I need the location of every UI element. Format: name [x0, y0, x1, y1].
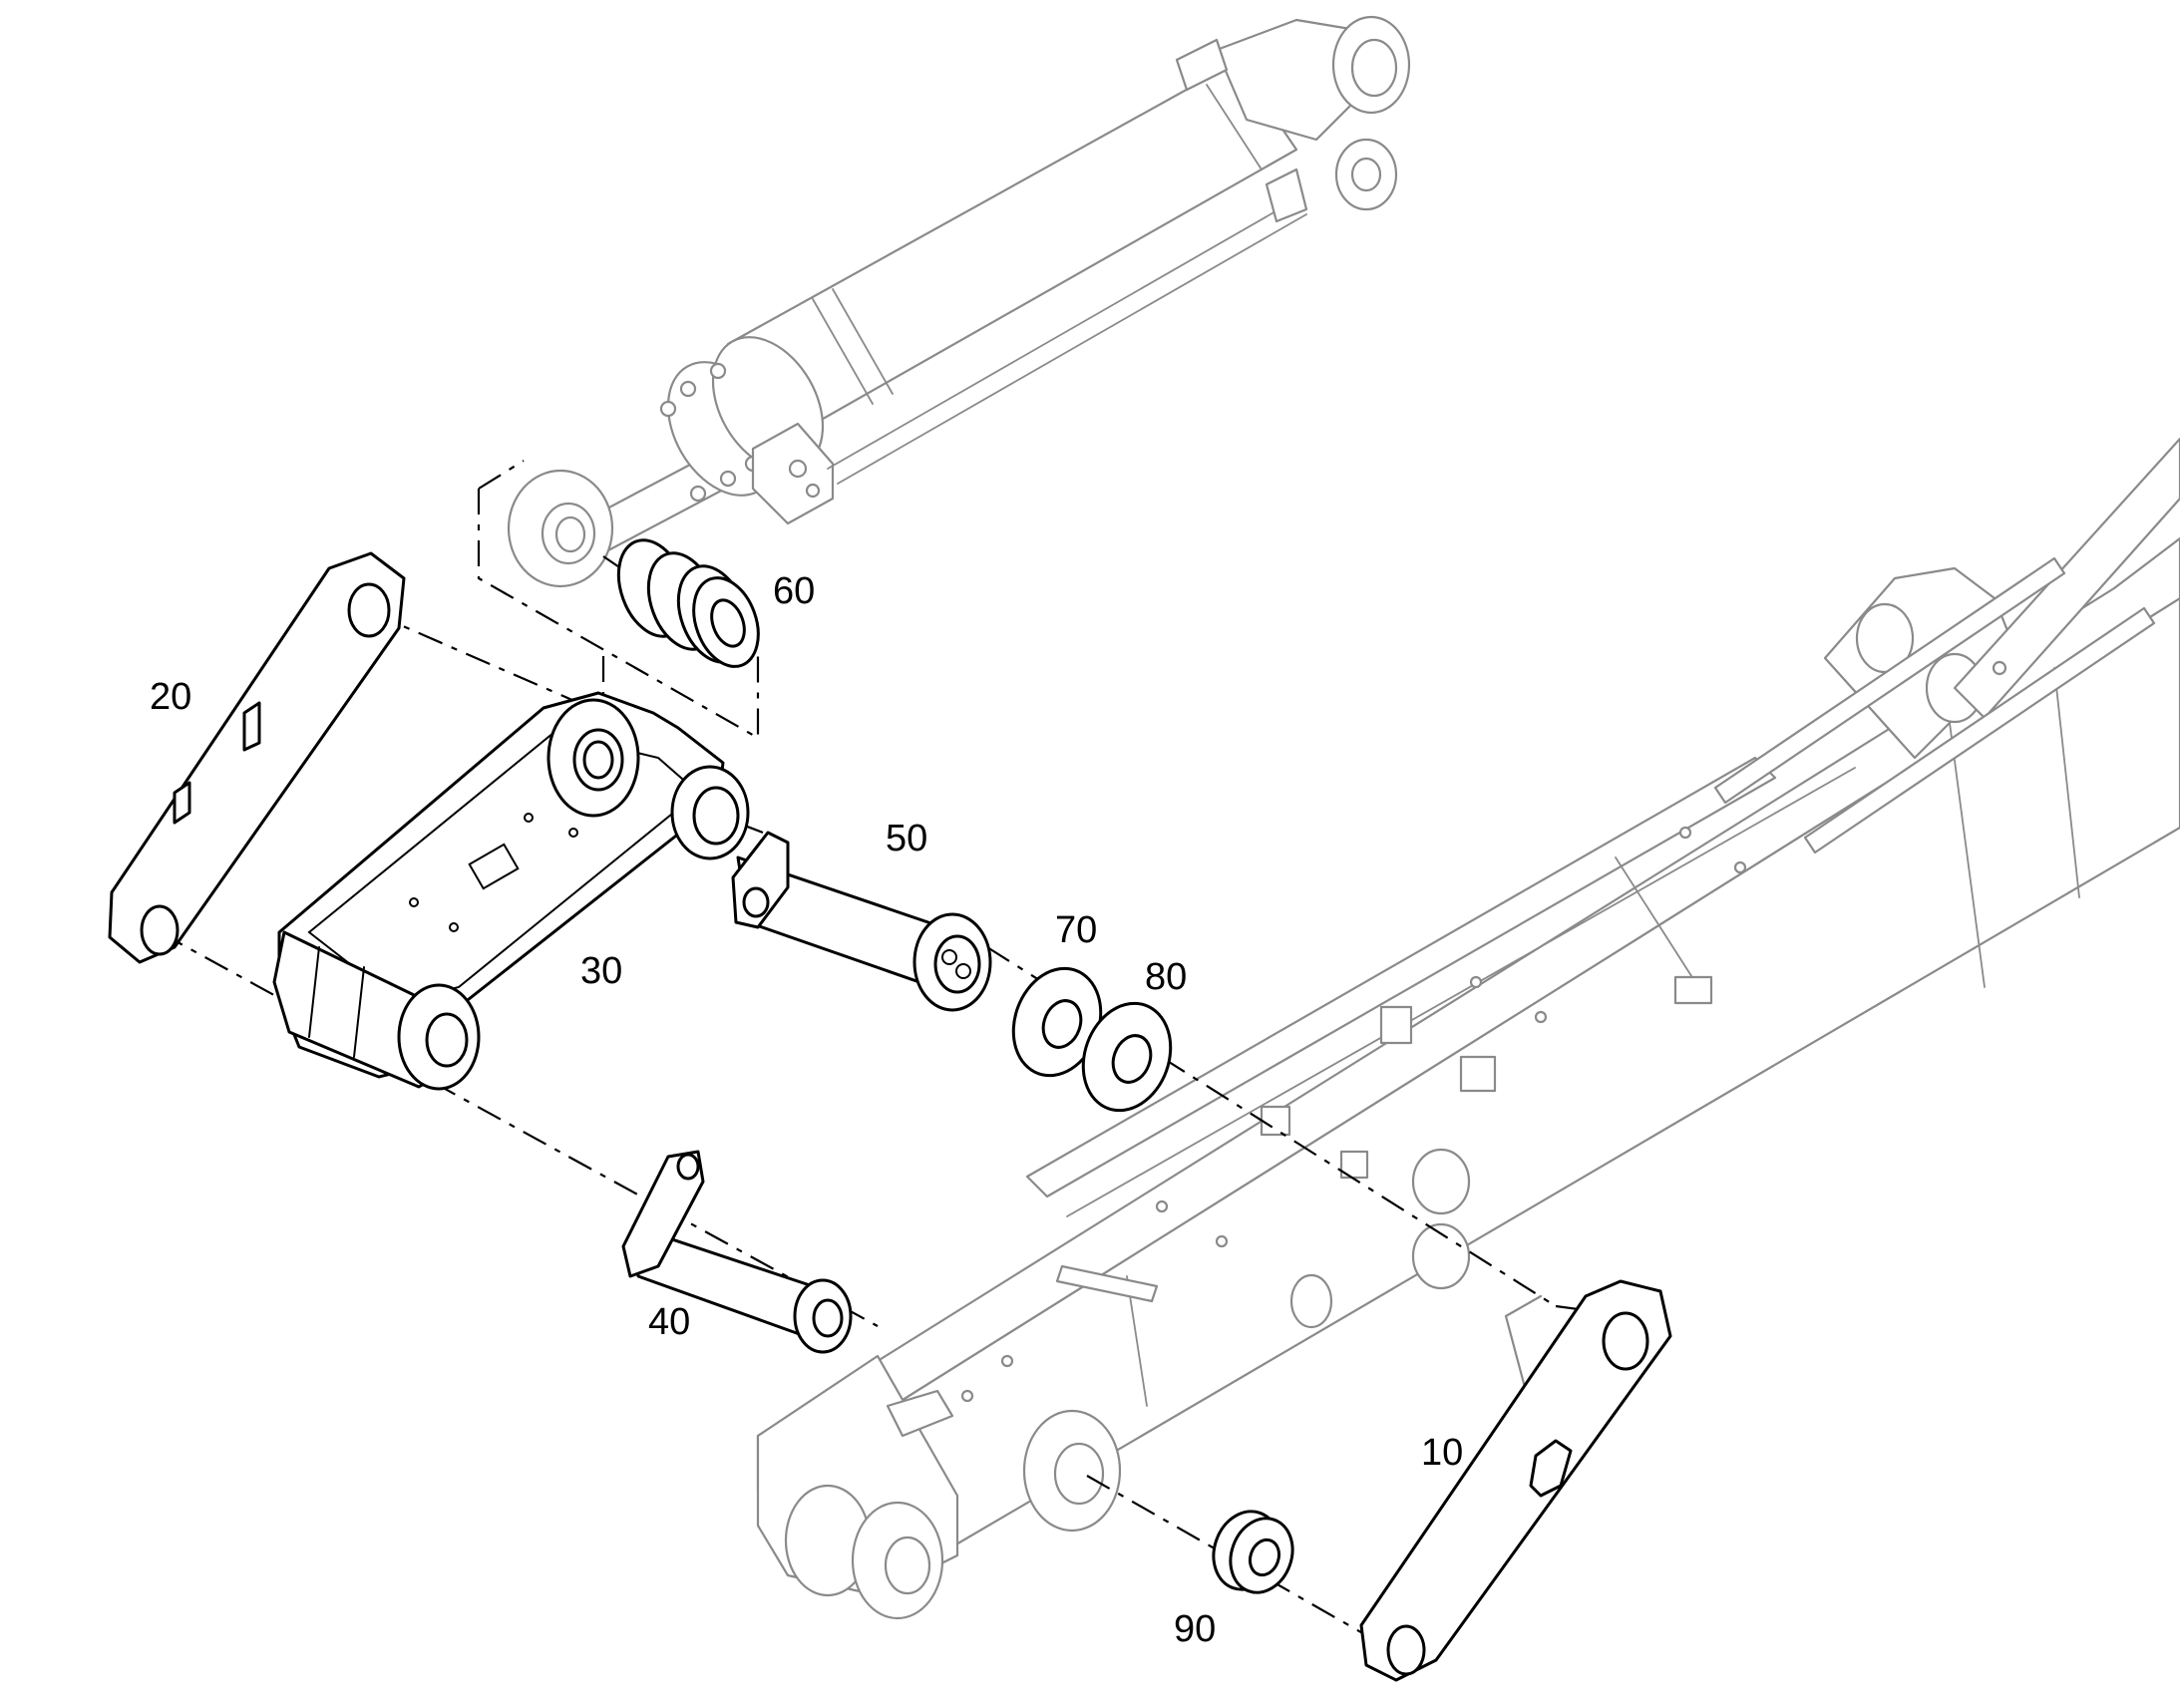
- excavator-arm: [756, 437, 2180, 1620]
- callout-70: 70: [1055, 909, 1098, 951]
- part-20-link: [108, 551, 406, 964]
- callout-80: 80: [1145, 956, 1188, 998]
- callout-40: 40: [648, 1301, 691, 1343]
- part-70-washer: [1011, 966, 1103, 1078]
- callout-90: 90: [1174, 1608, 1217, 1650]
- part-30-rocker: [272, 691, 750, 1091]
- callout-30: 30: [580, 950, 623, 992]
- callout-50: 50: [886, 818, 928, 859]
- part-40-pin: [621, 1150, 853, 1354]
- callout-60: 60: [773, 570, 816, 612]
- callout-10: 10: [1421, 1432, 1464, 1474]
- part-10-link: [1359, 1279, 1672, 1682]
- part-90-bushing: [1212, 1510, 1294, 1594]
- hydraulic-cylinder: [507, 15, 1411, 588]
- part-80-washer: [1081, 1001, 1173, 1113]
- part-50-pin: [731, 831, 992, 1012]
- callout-20: 20: [150, 676, 192, 718]
- part-60-shims: [616, 538, 760, 668]
